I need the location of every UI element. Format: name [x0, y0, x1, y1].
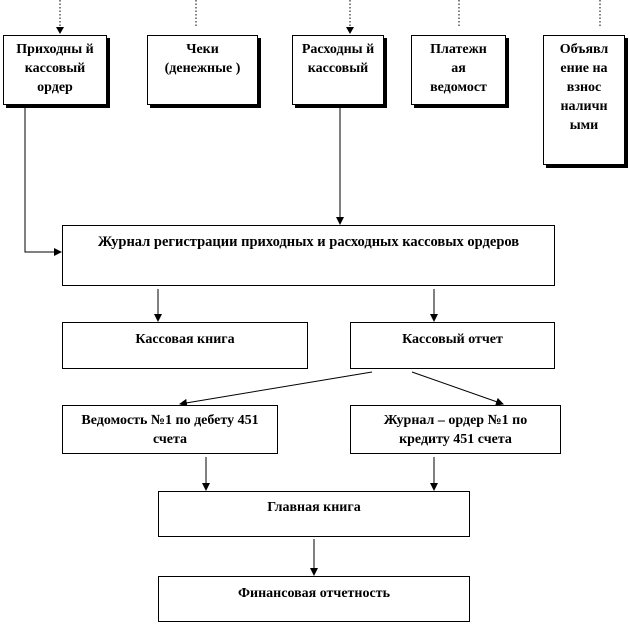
label-kassovaya-kniga: Кассовая книга	[135, 332, 235, 347]
box-kassovy-otchet: Кассовый отчет	[350, 322, 555, 369]
label-zhurnal-order-1: Журнал – ордер №1 по кредиту 451 счета	[383, 413, 528, 447]
box-cheki: Чеки (денежные )	[147, 35, 258, 105]
box-platezhnaya-vedomost: Платежн ая ведомост	[411, 35, 506, 105]
arrow-otchet-to-vedomost	[179, 371, 373, 407]
dotted-arrowhead-right	[346, 27, 354, 34]
label-cheki: Чеки (денежные )	[164, 42, 241, 76]
label-obyavlenie-na-vznos: Объявл ение на взнос наличн ыми	[559, 42, 609, 133]
box-prikhodny-kassovy-order: Приходны й кассовый ордер	[3, 35, 107, 105]
box-obyavlenie-na-vznos: Объявл ение на взнос наличн ыми	[543, 35, 625, 165]
label-kassovy-otchet: Кассовый отчет	[402, 332, 503, 347]
label-platezhnaya-vedomost: Платежн ая ведомост	[430, 42, 487, 95]
label-finansovaya-otchetnost: Финансовая отчетность	[238, 586, 390, 601]
box-vedomost-1: Ведомость №1 по дебету 451 счета	[62, 405, 278, 454]
box-finansovaya-otchetnost: Финансовая отчетность	[158, 576, 470, 622]
label-vedomost-1: Ведомость №1 по дебету 451 счета	[81, 413, 259, 447]
arrow-prikhodny-to-zhurnal	[24, 104, 62, 256]
dotted-arrowhead-left	[56, 27, 64, 34]
arrow-otchet-to-zhurnal-order	[411, 371, 504, 406]
box-kassovaya-kniga: Кассовая книга	[62, 322, 308, 369]
box-glavnaya-kniga: Главная книга	[158, 491, 470, 537]
dotted-connector-left	[59, 0, 197, 28]
label-zhurnal-registratsii: Журнал регистрации приходных и расходных…	[97, 234, 520, 250]
label-glavnaya-kniga: Главная книга	[267, 500, 361, 515]
box-raskhodny-kassovy-order: Расходны й кассовый	[292, 35, 384, 105]
label-prikhodny-kassovy-order: Приходны й кассовый ордер	[16, 42, 94, 95]
dotted-connector-right	[349, 0, 601, 28]
label-raskhodny-kassovy-order: Расходны й кассовый	[301, 42, 375, 76]
box-zhurnal-order-1: Журнал – ордер №1 по кредиту 451 счета	[350, 405, 561, 454]
box-zhurnal-registratsii: Журнал регистрации приходных и расходных…	[62, 225, 555, 286]
